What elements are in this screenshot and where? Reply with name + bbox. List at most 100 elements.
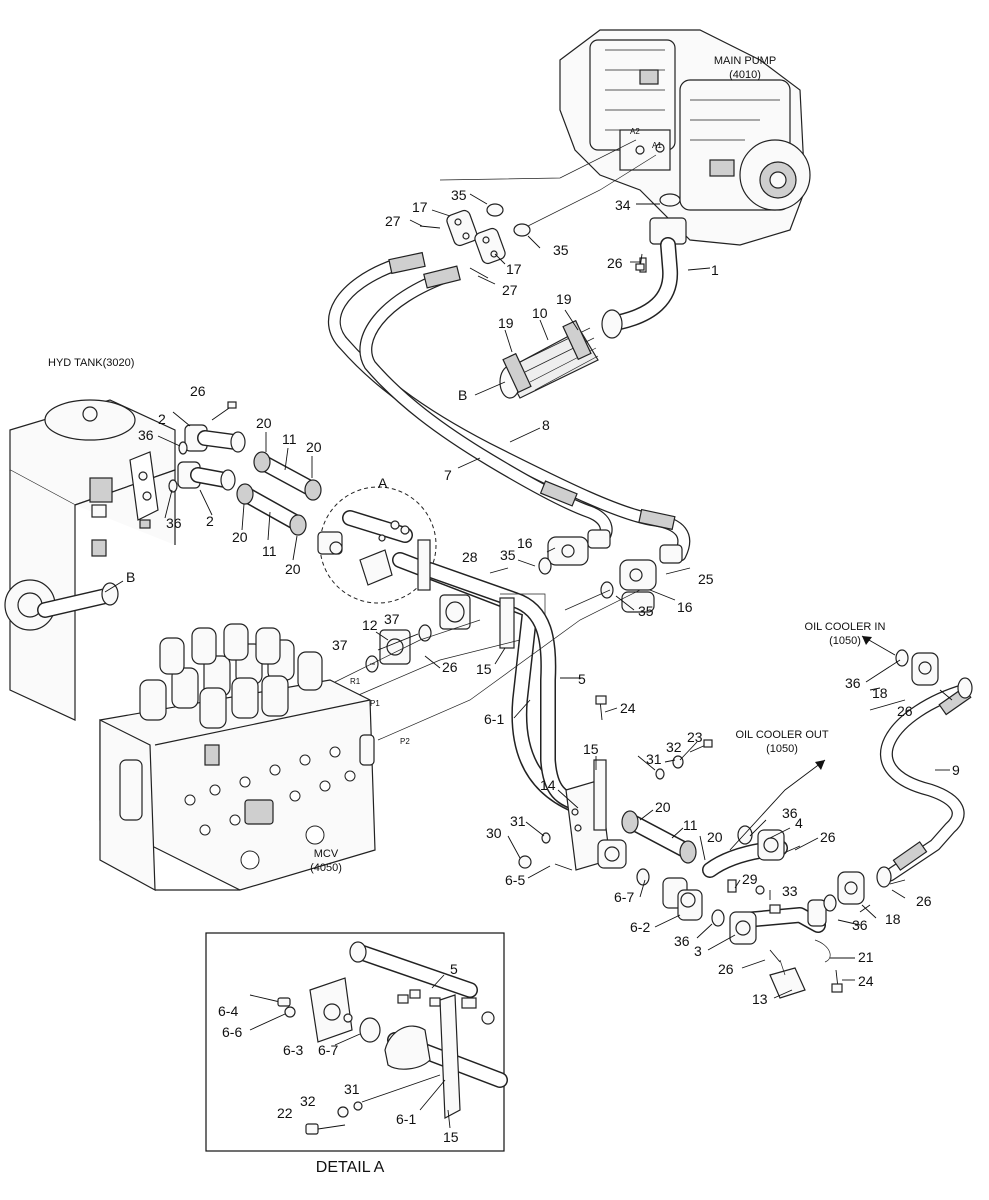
detail-callout-6-7: 6-7 bbox=[318, 1042, 338, 1058]
callout-13: 13 bbox=[752, 991, 768, 1007]
callout-26: 26 bbox=[897, 703, 913, 719]
flange-18-lower bbox=[837, 871, 865, 905]
suction-hose-10 bbox=[499, 319, 599, 399]
callout-24: 24 bbox=[620, 700, 636, 716]
callout-35: 35 bbox=[500, 547, 516, 563]
callout-15: 15 bbox=[476, 661, 492, 677]
callout-32: 32 bbox=[666, 739, 682, 755]
callout-b: B bbox=[458, 387, 467, 403]
detail-a-title: DETAIL A bbox=[316, 1159, 385, 1176]
callout-6-2: 6-2 bbox=[630, 919, 650, 935]
suction-pipe-1 bbox=[601, 193, 687, 339]
main-pump-code: (4010) bbox=[729, 69, 761, 81]
callout-3: 3 bbox=[694, 943, 702, 959]
flange-16-upper bbox=[547, 536, 589, 566]
pipe-3 bbox=[729, 885, 827, 945]
callout-16: 16 bbox=[517, 535, 533, 551]
callout-11: 11 bbox=[262, 543, 277, 559]
flange-17-upper bbox=[446, 209, 478, 247]
detail-callout-15: 15 bbox=[443, 1129, 459, 1145]
callout-36: 36 bbox=[852, 917, 868, 933]
flange-16-lower bbox=[619, 559, 657, 613]
callout-24: 24 bbox=[858, 973, 874, 989]
callout-a: A bbox=[378, 475, 388, 491]
callout-numbers: 35 17 27 17 35 27 34 26 1 19 10 19 B 26 … bbox=[126, 187, 960, 1145]
oil-cooler-in-code: (1050) bbox=[829, 635, 861, 647]
oil-cooler-in-label: OIL COOLER IN bbox=[805, 621, 886, 633]
callout-12: 12 bbox=[362, 617, 378, 633]
elbows-2 bbox=[168, 424, 246, 493]
callout-2: 2 bbox=[158, 411, 166, 427]
detail-a-drawing bbox=[309, 941, 508, 1119]
callout-5: 5 bbox=[578, 671, 586, 687]
detail-a-box bbox=[205, 932, 505, 1152]
callout-1: 1 bbox=[711, 262, 719, 278]
callout-20: 20 bbox=[232, 529, 248, 545]
oil-cooler-out-code: (1050) bbox=[766, 743, 798, 755]
port-a1-label: A1 bbox=[652, 141, 662, 150]
callout-27: 27 bbox=[385, 213, 401, 229]
callout-6-1: 6-1 bbox=[484, 711, 504, 727]
callout-11: 11 bbox=[282, 431, 297, 447]
callout-18: 18 bbox=[872, 685, 888, 701]
callout-26: 26 bbox=[820, 829, 836, 845]
callout-20: 20 bbox=[285, 561, 301, 577]
port-p1-label: P1 bbox=[370, 699, 380, 708]
flange-18-upper bbox=[911, 652, 939, 686]
callout-35: 35 bbox=[553, 242, 569, 258]
callout-8: 8 bbox=[542, 417, 550, 433]
main-pump: A2 A1 bbox=[559, 29, 811, 246]
callout-31: 31 bbox=[510, 813, 526, 829]
detail-callout-6-1: 6-1 bbox=[396, 1111, 416, 1127]
hose-11-lower-right bbox=[621, 810, 697, 864]
detail-callout-6-6: 6-6 bbox=[222, 1024, 242, 1040]
detail-callout-6-3: 6-3 bbox=[283, 1042, 303, 1058]
hoses-11-lower bbox=[236, 483, 307, 536]
hyd-tank-label: HYD TANK(3020) bbox=[48, 357, 134, 369]
detail-a-callout-circle bbox=[319, 486, 437, 604]
callout-20: 20 bbox=[655, 799, 671, 815]
callout-26: 26 bbox=[718, 961, 734, 977]
callout-20: 20 bbox=[707, 829, 723, 845]
callout-leaders bbox=[104, 193, 950, 999]
flange-6-2 bbox=[597, 839, 703, 921]
mcv-label: MCV bbox=[314, 848, 339, 860]
callout-36: 36 bbox=[138, 427, 154, 443]
callout-21: 21 bbox=[858, 949, 874, 965]
detail-callout-5: 5 bbox=[450, 961, 458, 977]
callout-23: 23 bbox=[687, 729, 703, 745]
callout-16: 16 bbox=[677, 599, 693, 615]
pipe-4 bbox=[702, 825, 788, 878]
callout-36: 36 bbox=[166, 515, 182, 531]
main-pump-label: MAIN PUMP bbox=[714, 55, 776, 67]
bracket-13 bbox=[769, 959, 806, 999]
port-p2-label: P2 bbox=[400, 737, 410, 746]
callout-35: 35 bbox=[638, 603, 654, 619]
oil-cooler-out-label: OIL COOLER OUT bbox=[735, 729, 828, 741]
callout-37: 37 bbox=[384, 611, 400, 627]
detail-callout-6-4: 6-4 bbox=[218, 1003, 238, 1019]
callout-31: 31 bbox=[646, 751, 662, 767]
detail-callout-31: 31 bbox=[344, 1081, 360, 1097]
callout-18: 18 bbox=[885, 911, 901, 927]
callout-14: 14 bbox=[540, 777, 556, 793]
callout-20: 20 bbox=[306, 439, 322, 455]
callout-29: 29 bbox=[742, 871, 758, 887]
callout-26: 26 bbox=[607, 255, 623, 271]
callout-34: 34 bbox=[615, 197, 631, 213]
callout-33: 33 bbox=[782, 883, 798, 899]
callout-9: 9 bbox=[952, 762, 960, 778]
callout-19: 19 bbox=[556, 291, 572, 307]
callout-27: 27 bbox=[502, 282, 518, 298]
callout-15: 15 bbox=[583, 741, 599, 757]
port-a2-label: A2 bbox=[630, 127, 640, 136]
callout-36: 36 bbox=[845, 675, 861, 691]
mcv-code: (4050) bbox=[310, 862, 342, 874]
port-r1-label: R1 bbox=[350, 677, 361, 686]
flange-17-lower bbox=[474, 227, 506, 265]
callout-26: 26 bbox=[190, 383, 206, 399]
callout-20: 20 bbox=[256, 415, 272, 431]
callout-4: 4 bbox=[795, 815, 803, 831]
